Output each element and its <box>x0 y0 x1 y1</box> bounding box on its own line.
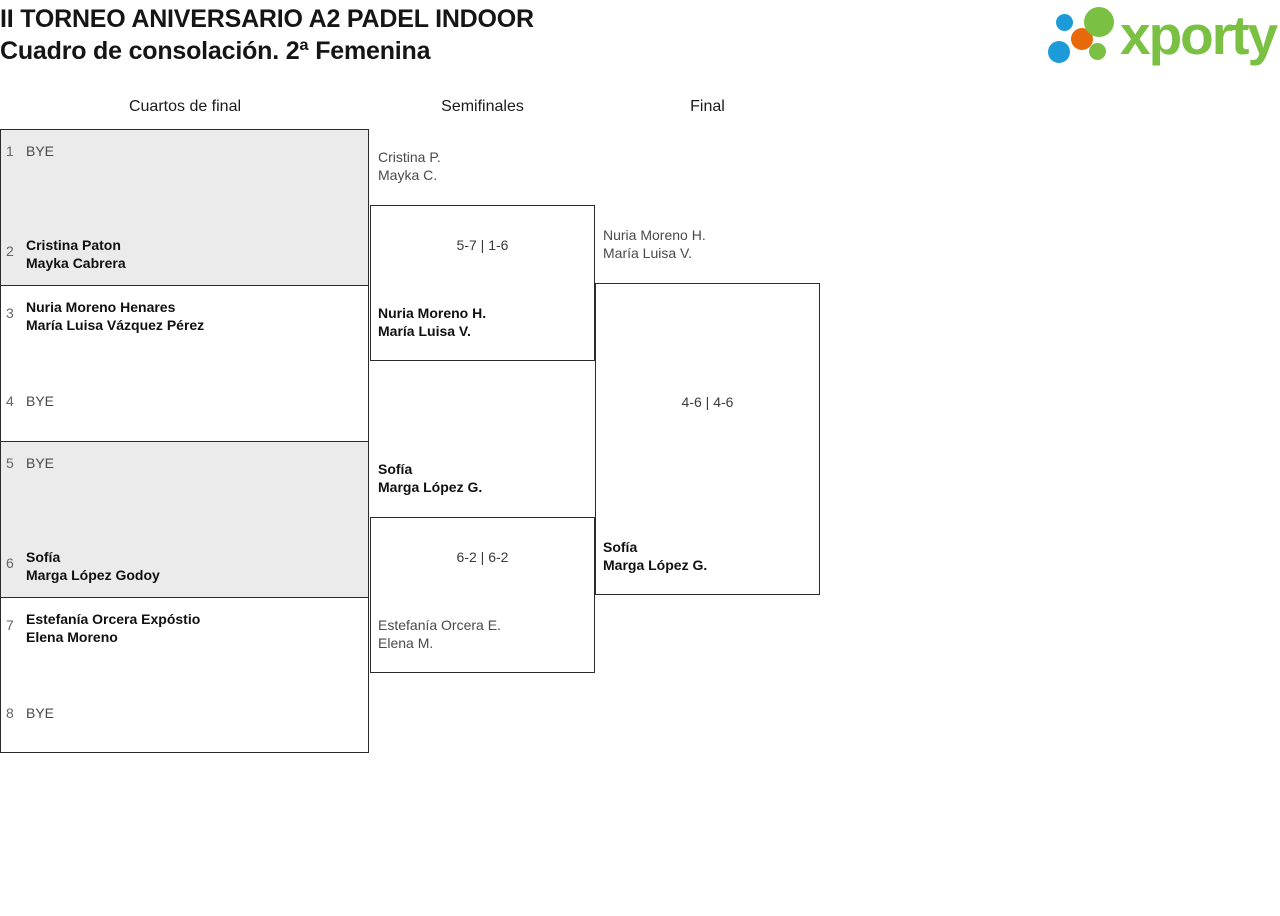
sf2-bottom-player-b: Elena M. <box>378 635 434 651</box>
final-bottom-names: Sofía Marga López G. <box>603 538 707 574</box>
r1-seed-6: 6 <box>6 555 14 571</box>
page-header: II TORNEO ANIVERSARIO A2 PADEL INDOOR Cu… <box>0 0 1280 75</box>
r1-slot-2[interactable]: 2 Cristina Paton Mayka Cabrera <box>1 130 368 271</box>
r1-slot-6[interactable]: 6 Sofía Marga López Godoy <box>1 442 368 583</box>
sf2-bottom-names: Estefanía Orcera E. Elena M. <box>378 616 501 652</box>
sf2-top-player-a: Sofía <box>378 461 413 477</box>
sf1-top-player-b: Mayka C. <box>378 167 438 183</box>
r1-names-3: Nuria Moreno Henares María Luisa Vázquez… <box>26 298 204 334</box>
final-top-names: Nuria Moreno H. María Luisa V. <box>603 226 706 262</box>
r1-player-6b: Marga López Godoy <box>26 567 160 583</box>
logo-dot-green-small <box>1089 43 1106 60</box>
r1-player-7a: Estefanía Orcera Expóstio <box>26 611 201 627</box>
column-header-quarterfinals: Cuartos de final <box>128 98 242 115</box>
logo-dots-icon <box>1046 6 1128 64</box>
xporty-logo[interactable]: xporty <box>1046 4 1278 68</box>
r1-slot-4[interactable]: 4 BYE <box>1 286 368 409</box>
r1-bye-4: BYE <box>26 393 55 409</box>
r1-seed-3: 3 <box>6 305 14 321</box>
r1-player-2a: Cristina Paton <box>26 237 121 253</box>
column-header-final: Final <box>690 98 725 115</box>
page-subtitle: Cuadro de consolación. 2ª Femenina <box>0 37 431 65</box>
page-title: II TORNEO ANIVERSARIO A2 PADEL INDOOR <box>0 5 534 33</box>
r1-pair-7-8: 7 Estefanía Orcera Expóstio Elena Moreno… <box>0 597 369 753</box>
r1-names-6: Sofía Marga López Godoy <box>26 548 160 584</box>
r1-seed-4: 4 <box>6 393 14 409</box>
r1-player-6a: Sofía <box>26 549 61 565</box>
sf1-bottom-names: Nuria Moreno H. María Luisa V. <box>378 304 486 340</box>
sf1-top-player-a: Cristina P. <box>378 149 441 165</box>
semifinal-match-2[interactable]: 6-2 | 6-2 <box>370 517 595 673</box>
column-header-semifinals: Semifinales <box>441 98 524 115</box>
r1-player-3a: Nuria Moreno Henares <box>26 299 176 315</box>
sf2-bottom-player-a: Estefanía Orcera E. <box>378 617 501 633</box>
logo-dot-blue-bottom <box>1048 41 1070 63</box>
r1-slot-8[interactable]: 8 BYE <box>1 598 368 721</box>
r1-slot-5[interactable]: 5 BYE <box>1 442 368 520</box>
r1-player-3b: María Luisa Vázquez Pérez <box>26 317 205 333</box>
tournament-bracket: 1 BYE 2 Cristina Paton Mayka Cabrera 3 N… <box>0 129 1280 769</box>
r1-pair-5-6: 5 BYE 6 Sofía Marga López Godoy <box>0 441 369 597</box>
sf2-score: 6-2 | 6-2 <box>456 549 509 565</box>
final-match[interactable]: 4-6 | 4-6 <box>595 283 820 595</box>
r1-player-2b: Mayka Cabrera <box>26 255 126 271</box>
r1-bye-1: BYE <box>26 143 55 159</box>
r1-seed-8: 8 <box>6 705 14 721</box>
sf2-top-player-b: Marga López G. <box>378 479 483 495</box>
sf1-bottom-player-a: Nuria Moreno H. <box>378 305 487 321</box>
logo-dot-orange <box>1071 28 1093 50</box>
r1-bye-5: BYE <box>26 455 55 471</box>
r1-pair-1-2: 1 BYE 2 Cristina Paton Mayka Cabrera <box>0 129 369 285</box>
final-bottom-player-b: Marga López G. <box>603 557 708 573</box>
r1-slot-3[interactable]: 3 Nuria Moreno Henares María Luisa Vázqu… <box>1 286 368 364</box>
r1-pair-3-4: 3 Nuria Moreno Henares María Luisa Vázqu… <box>0 285 369 441</box>
sf1-top-names: Cristina P. Mayka C. <box>378 148 441 184</box>
final-bottom-player-a: Sofía <box>603 539 638 555</box>
logo-wordmark: xporty <box>1120 4 1278 66</box>
r1-bye-8: BYE <box>26 705 55 721</box>
sf1-bottom-player-b: María Luisa V. <box>378 323 471 339</box>
r1-seed-5: 5 <box>6 455 14 471</box>
semifinal-match-1[interactable]: 5-7 | 1-6 <box>370 205 595 361</box>
r1-seed-2: 2 <box>6 243 14 259</box>
r1-slot-1[interactable]: 1 BYE <box>1 130 368 208</box>
final-score: 4-6 | 4-6 <box>681 394 734 410</box>
final-top-player-b: María Luisa V. <box>603 245 692 261</box>
r1-names-2: Cristina Paton Mayka Cabrera <box>26 236 126 272</box>
r1-player-7b: Elena Moreno <box>26 629 118 645</box>
r1-names-7: Estefanía Orcera Expóstio Elena Moreno <box>26 610 200 646</box>
r1-seed-1: 1 <box>6 143 14 159</box>
sf1-score: 5-7 | 1-6 <box>456 237 509 253</box>
logo-dot-green-large <box>1084 7 1114 37</box>
r1-seed-7: 7 <box>6 617 14 633</box>
final-top-player-a: Nuria Moreno H. <box>603 227 706 243</box>
sf2-top-names: Sofía Marga López G. <box>378 460 482 496</box>
logo-dot-blue-top <box>1056 14 1073 31</box>
r1-slot-7[interactable]: 7 Estefanía Orcera Expóstio Elena Moreno <box>1 598 368 676</box>
title-block: II TORNEO ANIVERSARIO A2 PADEL INDOOR Cu… <box>0 3 800 67</box>
